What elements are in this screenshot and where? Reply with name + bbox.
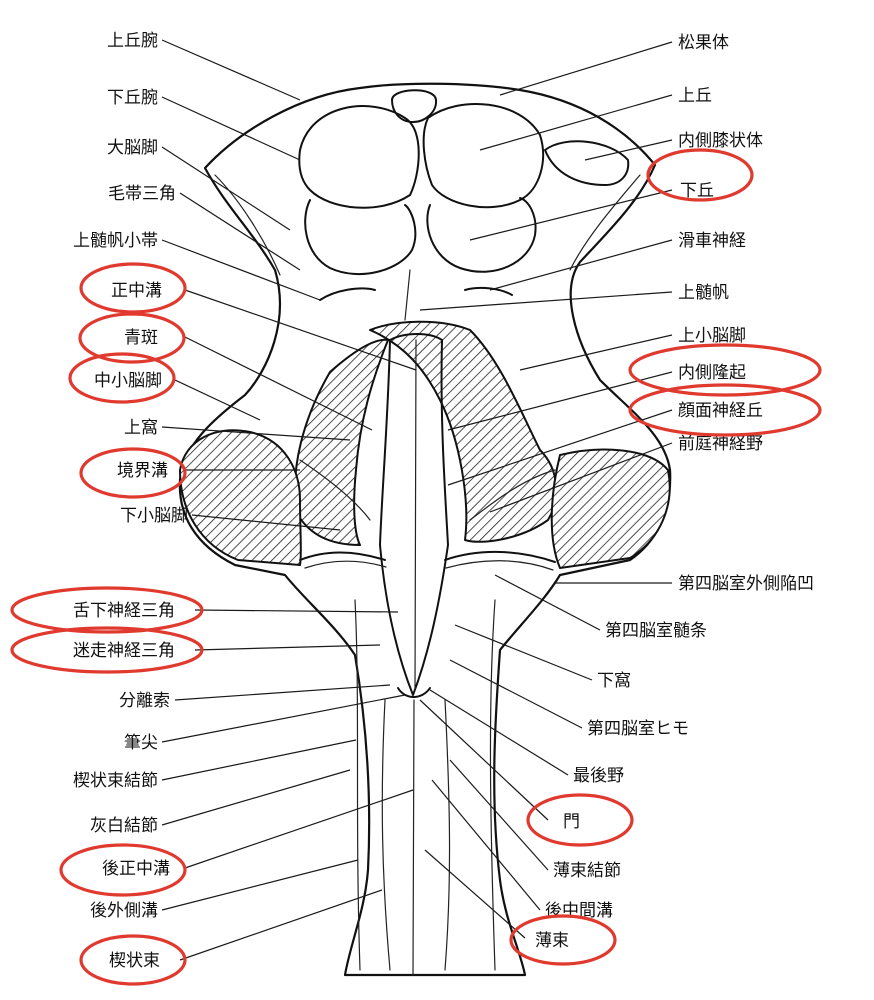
highlight-ring-vagal-trigone — [10, 626, 204, 674]
label-inferior-collicular-brachium: 下丘腕 — [107, 88, 158, 108]
label-cerebral-peduncle: 大脳脚 — [107, 138, 158, 158]
label-superior-medullary-velum: 上髄帆 — [678, 283, 729, 303]
label-trochlear-nerve: 滑車神経 — [678, 231, 746, 251]
highlight-ring-inferior-colliculus — [646, 148, 754, 202]
label-superior-colliculus: 上丘 — [678, 86, 712, 106]
highlight-ring-middle-cerebellar-peduncle — [68, 352, 176, 404]
label-inferior-cerebellar-peduncle: 下小脳脚 — [120, 506, 188, 526]
label-obex: 門 — [563, 812, 580, 832]
inferior-colliculi-right — [426, 197, 537, 273]
sulcus-limitans-right — [469, 469, 556, 521]
label-area-postrema: 最後野 — [573, 766, 624, 786]
medulla-left-column — [354, 599, 361, 971]
highlight-ring-median-sulcus — [79, 262, 187, 314]
highlight-ring-sulcus-limitans — [79, 447, 187, 499]
label-posterior-median-sulcus: 後正中溝 — [102, 859, 170, 879]
left-label-group: 上丘腕 下丘腕 大脳脚 毛帯三角 上髄帆小帯 正中溝 青斑 中小脳脚 上窩 境界… — [73, 31, 417, 971]
fourth-ventricle-floor — [379, 333, 449, 696]
label-facial-colliculus: 顔面神経丘 — [678, 401, 763, 421]
label-locus-coeruleus: 青斑 — [124, 328, 158, 348]
highlight-marks — [10, 148, 822, 986]
label-inferior-colliculus: 下丘 — [680, 181, 714, 201]
striae-medullares-right-2 — [445, 560, 554, 571]
label-fasciculus-gracilis: 薄束 — [535, 931, 569, 951]
label-median-sulcus: 正中溝 — [111, 281, 162, 301]
label-frenulum-veli: 上髄帆小帯 — [73, 231, 158, 251]
left-cerebellar-cut — [179, 429, 302, 566]
striae-medullares-right — [444, 550, 556, 563]
highlight-ring-facial-colliculus — [628, 383, 822, 437]
obex — [397, 687, 431, 698]
label-medial-eminence: 内側隆起 — [678, 363, 746, 383]
label-cuneate-tubercle: 楔状束結節 — [73, 771, 158, 791]
label-superior-cerebellar-peduncle: 上小脳脚 — [678, 326, 746, 346]
highlight-ring-medial-eminence — [628, 343, 822, 397]
striae-medullares-left — [299, 551, 386, 561]
label-medial-geniculate-body: 内側膝状体 — [678, 131, 763, 151]
label-hypoglossal-trigone: 舌下神経三角 — [73, 601, 175, 621]
medulla-left-column-2 — [381, 699, 391, 971]
highlight-ring-obex — [526, 793, 634, 847]
inferior-colliculi-left — [304, 199, 417, 276]
superior-colliculi — [298, 105, 420, 209]
highlight-ring-hypoglossal-trigone — [10, 586, 204, 634]
label-inferior-fovea: 下窩 — [597, 671, 631, 691]
label-middle-cerebellar-peduncle: 中小脳脚 — [94, 371, 162, 391]
label-taenia: 第四脳室ヒモ — [587, 719, 689, 739]
label-funiculus-separans: 分離索 — [119, 691, 170, 711]
medulla-right-column-2 — [444, 699, 451, 971]
label-striae-medullares: 第四脳室髄条 — [605, 621, 707, 641]
striae-medullares-left-2 — [304, 560, 387, 569]
right-cerebellar-cut — [550, 448, 671, 569]
superior-colliculi-right — [422, 102, 545, 209]
frenulum — [404, 269, 411, 321]
median-sulcus — [414, 339, 417, 691]
brainstem-illustration — [178, 82, 672, 977]
label-vestibular-area: 前庭神経野 — [678, 434, 763, 454]
label-calamus-scriptorius: 筆尖 — [124, 733, 158, 753]
highlight-ring-fasciculus-cuneatus — [79, 934, 187, 986]
label-trigonum-lemnisci: 毛帯三角 — [108, 184, 176, 204]
label-posterolateral-sulcus: 後外側溝 — [90, 901, 158, 921]
label-vagal-trigone: 迷走神経三角 — [73, 641, 175, 661]
highlight-ring-locus-coeruleus — [78, 312, 186, 364]
label-fasciculus-cuneatus: 楔状束 — [109, 951, 160, 971]
label-tuber-cinereum: 灰白結節 — [90, 816, 158, 836]
right-brachium — [569, 174, 641, 271]
label-superior-fovea: 上窩 — [124, 418, 158, 438]
label-gracile-tubercle: 薄束結節 — [553, 861, 621, 881]
left-peduncle-cut — [369, 320, 558, 543]
sulcus-limitans-left — [299, 459, 371, 521]
highlight-ring-posterior-median-sulcus — [59, 843, 187, 897]
left-brachium — [214, 174, 281, 276]
label-superior-collicular-brachium: 上丘腕 — [107, 31, 158, 51]
medial-geniculate — [544, 140, 630, 186]
highlight-ring-fasciculus-gracilis — [509, 914, 617, 966]
trochlear-nerve-left — [319, 287, 376, 301]
label-lateral-recess: 第四脳室外側陥凹 — [678, 574, 814, 594]
label-sulcus-limitans: 境界溝 — [117, 461, 168, 481]
label-pineal-body: 松果体 — [678, 33, 729, 53]
posterior-median-sulcus — [412, 699, 415, 976]
pineal-body — [391, 89, 438, 123]
trochlear-nerve-right — [464, 286, 513, 296]
